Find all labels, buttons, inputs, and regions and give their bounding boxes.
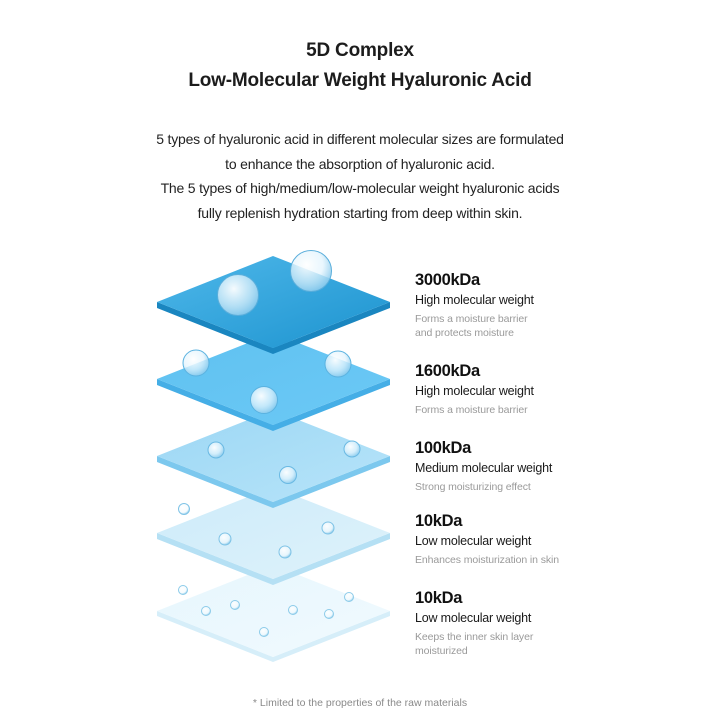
layer-1-kda: 3000kDa xyxy=(415,271,480,289)
layer-2-plate xyxy=(157,333,390,431)
layer-4-kda: 10kDa xyxy=(415,512,463,530)
layer-2-desc: Forms a moisture barrier xyxy=(415,404,528,416)
layer-1-plate xyxy=(157,250,390,354)
layer-4-type: Low molecular weight xyxy=(415,534,532,548)
title-line-1: 5D Complex xyxy=(306,40,414,61)
layer-2-label: 1600kDa High molecular weight Forms a mo… xyxy=(415,361,615,418)
layer-3-desc: Strong moisturizing effect xyxy=(415,481,531,493)
intro-paragraph: 5 types of hyaluronic acid in different … xyxy=(0,127,720,225)
layer-5-desc-line-2: moisturized xyxy=(415,644,468,657)
intro-line-4: fully replenish hydration starting from … xyxy=(197,204,523,221)
layer-1-label: 3000kDa High molecular weight Forms a mo… xyxy=(415,270,615,340)
layer-5-desc-line-1: Keeps the inner skin layer xyxy=(415,631,534,643)
intro-line-3: The 5 types of high/medium/low-molecular… xyxy=(160,180,560,196)
layer-3-kda: 100kDa xyxy=(415,439,471,457)
page-title: 5D Complex Low-Molecular Weight Hyaluron… xyxy=(0,36,720,96)
footnote: * Limited to the properties of the raw m… xyxy=(252,697,468,709)
layer-4-label: 10kDa Low molecular weight Enhances mois… xyxy=(415,511,615,568)
layer-5-type: Low molecular weight xyxy=(415,611,532,625)
layer-2-type: High molecular weight xyxy=(415,384,534,398)
layer-1-desc-line-1: Forms a moisture barrier xyxy=(415,313,528,325)
layer-4-plate xyxy=(157,487,390,585)
layer-1-desc-line-2: and protects moisture xyxy=(415,326,514,339)
layer-3-type: Medium molecular weight xyxy=(415,461,553,475)
layer-1-desc: Forms a moisture barrier and protects mo… xyxy=(415,313,615,340)
intro-line-1: 5 types of hyaluronic acid in different … xyxy=(156,131,564,147)
title-line-2: Low-Molecular Weight Hyaluronic Acid xyxy=(188,70,532,91)
layer-5-plate xyxy=(157,565,390,662)
layer-5-kda: 10kDa xyxy=(415,589,463,607)
layer-5-label: 10kDa Low molecular weight Keeps the inn… xyxy=(415,588,615,658)
layer-4-desc: Enhances moisturization in skin xyxy=(415,554,559,566)
layer-5-desc: Keeps the inner skin layer moisturized xyxy=(415,631,615,658)
layer-2-kda: 1600kDa xyxy=(415,362,480,380)
intro-line-2: to enhance the absorption of hyaluronic … xyxy=(225,155,495,172)
layer-3-label: 100kDa Medium molecular weight Strong mo… xyxy=(415,438,615,495)
layer-3-plate xyxy=(157,410,390,508)
layer-1-type: High molecular weight xyxy=(415,293,534,307)
